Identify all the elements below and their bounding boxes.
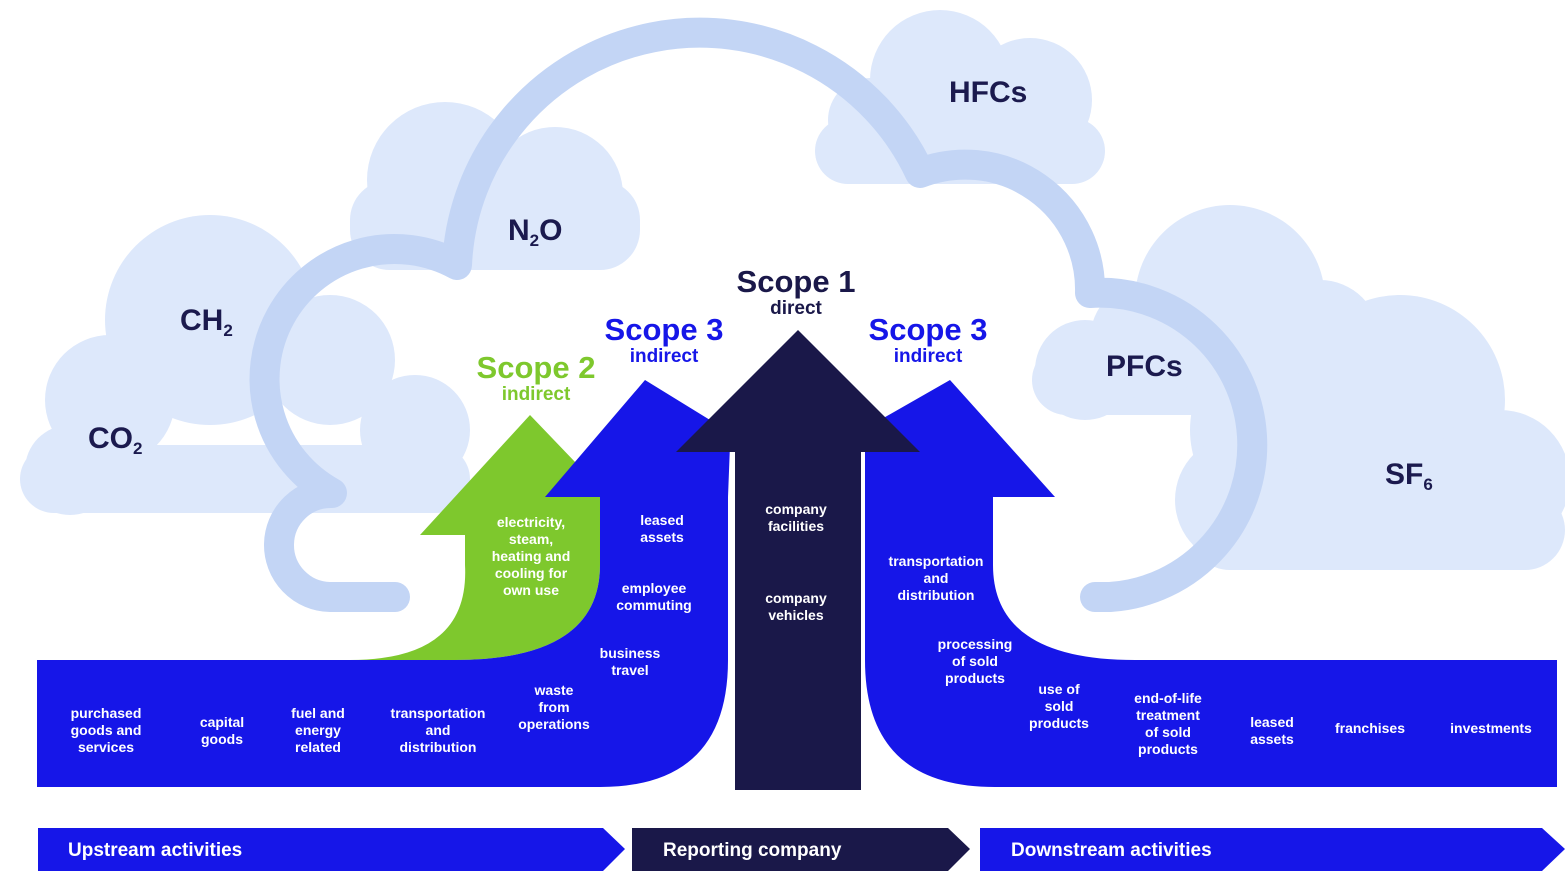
downstream-item-investments: investments	[1450, 720, 1532, 736]
scope1-arrow	[676, 330, 920, 790]
downstream-band-shape	[980, 828, 1565, 871]
scope1-title-text: Scope 1	[736, 264, 856, 299]
gas-pfcs: PFCs	[1106, 350, 1183, 383]
scope2-subtitle: indirect	[501, 384, 571, 405]
scope2-title: Scope 2 indirect	[476, 352, 596, 404]
upstream-item-capital-goods: capital goods	[199, 714, 245, 747]
scope3-item-employee-commuting: employee commuting	[616, 580, 692, 613]
scope3-downstream-title: Scope 3 indirect	[868, 314, 988, 366]
cloud-left	[20, 215, 470, 515]
upstream-band-label: Upstream activities	[68, 840, 243, 861]
scope3-item-business-travel: business travel	[599, 645, 661, 678]
scope3-item-transport-distribution-down: transportation and distribution	[888, 553, 984, 603]
gas-co2: CO2	[88, 422, 143, 458]
gas-ch2: CH2	[180, 304, 233, 340]
cloud-outline	[249, 17, 1268, 612]
reporting-band-label: Reporting company	[663, 840, 842, 861]
scope3-upstream-subtitle: indirect	[629, 346, 699, 367]
gas-hfcs: HFCs	[949, 76, 1028, 109]
scope3-upstream-title-text: Scope 3	[604, 312, 724, 347]
scope3-item-leased-assets: leased assets	[640, 512, 684, 545]
gas-n2o: N2O	[508, 214, 563, 250]
gas-sf6: SF6	[1385, 458, 1433, 494]
scope3-downstream-subtitle: indirect	[893, 346, 963, 367]
downstream-item-franchises: franchises	[1334, 720, 1406, 736]
scope3-upstream-arrow	[37, 380, 730, 787]
downstream-item-use-of-sold: use of sold products	[1029, 681, 1089, 731]
upstream-item-transport-distribution: transportation and distribution	[390, 705, 486, 755]
scope1-subtitle: direct	[770, 298, 822, 319]
scope3-upstream-title: Scope 3 indirect	[604, 314, 724, 366]
scope3-downstream-title-text: Scope 3	[868, 312, 988, 347]
downstream-band-label: Downstream activities	[1011, 840, 1212, 861]
scope1-title: Scope 1 direct	[736, 266, 856, 318]
reporting-band-shape	[632, 828, 970, 871]
upstream-item-purchased-goods: purchased goods and services	[70, 705, 142, 755]
upstream-band-shape	[38, 828, 625, 871]
scope1-item-vehicles: company vehicles	[765, 590, 827, 623]
scope3-downstream-arrow	[865, 380, 1557, 787]
scope2-item-electricity: electricity, steam, heating and cooling …	[491, 514, 571, 598]
upstream-item-fuel-energy: fuel and energy related	[291, 705, 345, 755]
scope3-item-processing: processing of sold products	[937, 636, 1013, 686]
scope1-item-facilities: company facilities	[765, 501, 827, 534]
scope2-title-text: Scope 2	[476, 350, 596, 385]
downstream-item-end-of-life: end-of-life treatment of sold products	[1134, 690, 1202, 757]
downstream-item-leased-assets: leased assets	[1250, 714, 1294, 747]
scope3-item-waste: waste from operations	[518, 682, 590, 732]
